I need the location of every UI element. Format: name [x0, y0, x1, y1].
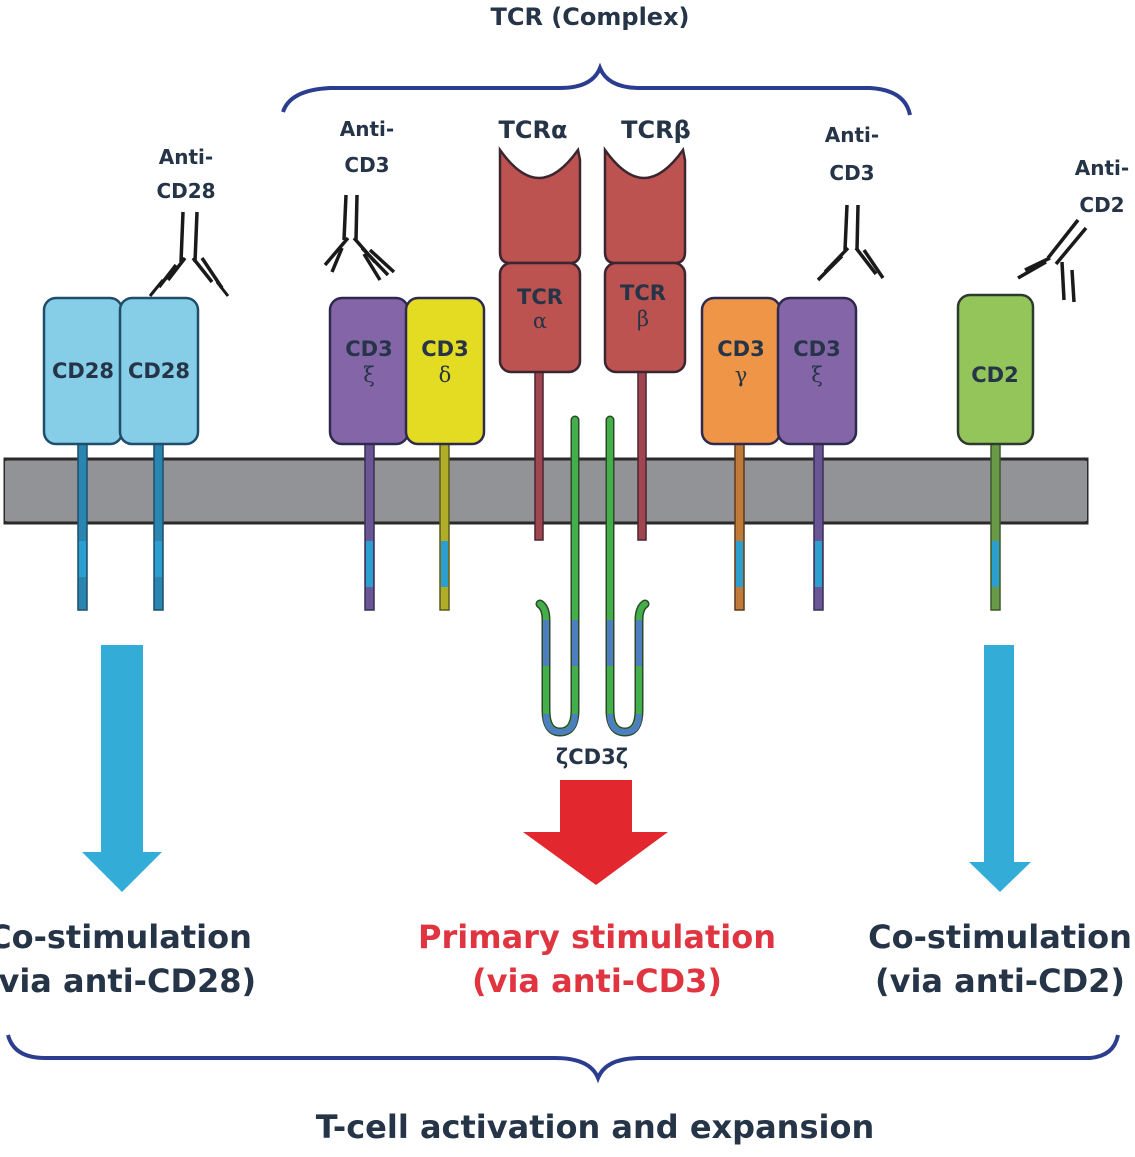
cd2-label: CD2 — [971, 363, 1018, 387]
tcr-complex-brace — [281, 62, 912, 116]
footer-title: T-cell activation and expansion — [316, 1108, 874, 1146]
tcr-alpha-label: TCR — [517, 285, 563, 309]
cd2-receptor: CD2 — [956, 293, 1035, 446]
outcome-center-line2: (via anti-CD3) — [472, 962, 722, 1000]
outcome-left-line1: Co-stimulation — [0, 918, 252, 956]
tcr-beta-receptor: TCR β — [603, 146, 687, 374]
tcr-beta-greek: β — [637, 307, 649, 331]
anti-cd28-label-line1: Anti- — [159, 145, 213, 169]
cd3-epsilon-left-label: CD3 — [345, 337, 392, 361]
tcr-alpha-heading: TCRα — [499, 116, 568, 144]
tcr-alpha-receptor: TCR α — [498, 146, 582, 374]
cd3-epsilon-right-greek: ξ — [811, 363, 823, 387]
outcome-left-line2: (via anti-CD28) — [0, 962, 256, 1000]
outcome-right-line2: (via anti-CD2) — [875, 962, 1125, 1000]
tcr-alpha-greek: α — [533, 309, 547, 333]
anti-cd2-label-line2: CD2 — [1079, 193, 1124, 217]
cd3-delta-label: CD3 — [421, 337, 468, 361]
anti-cd2-antibody-icon — [1017, 218, 1088, 303]
anti-cd28-label-line2: CD28 — [156, 179, 215, 203]
cd3-gamma-greek: γ — [735, 363, 748, 387]
anti-cd2-label-line1: Anti- — [1075, 156, 1129, 180]
zeta-chain-label: ζCD3ζ — [556, 745, 628, 769]
tcr-alpha-stem — [534, 371, 544, 541]
cd3-delta-receptor: CD3 δ — [404, 296, 486, 446]
cd3-delta-stem — [439, 443, 450, 611]
anti-cd3-right-antibody-icon — [816, 204, 885, 282]
cd3-gamma-label: CD3 — [717, 337, 764, 361]
cd3-gamma-stem — [734, 443, 745, 611]
tcr-complex-title: TCR (Complex) — [490, 3, 689, 31]
anti-cd3-right-label-line1: Anti- — [825, 123, 879, 147]
outcome-center-line1: Primary stimulation — [418, 918, 776, 956]
cd3-epsilon-left-stem — [364, 443, 375, 611]
costim-cd28-arrow-icon — [82, 645, 162, 892]
cd28-b-stem — [153, 443, 164, 611]
anti-cd28-antibody-icon — [148, 211, 230, 297]
cd3-delta-greek: δ — [439, 363, 452, 387]
cd3-epsilon-left-greek: ξ — [363, 363, 375, 387]
cd28-b-label: CD28 — [128, 359, 190, 383]
anti-cd3-left-label-line2: CD3 — [344, 153, 389, 177]
tcr-beta-label: TCR — [620, 281, 666, 305]
outcome-right-line1: Co-stimulation — [868, 918, 1132, 956]
anti-cd3-left-label-line1: Anti- — [340, 117, 394, 141]
cd28-a-label: CD28 — [52, 359, 114, 383]
cd28-receptor-a: CD28 — [42, 296, 124, 446]
cd28-receptor-b: CD28 — [118, 296, 200, 446]
cd3-epsilon-left-receptor: CD3 ξ — [328, 296, 410, 446]
anti-cd3-left-antibody-icon — [323, 194, 396, 281]
primary-stim-arrow-icon — [523, 780, 668, 885]
cd3-zeta-chains — [535, 415, 650, 737]
cd3-gamma-receptor: CD3 γ — [700, 296, 782, 446]
tcr-beta-heading: TCRβ — [621, 116, 691, 144]
cd2-stem — [990, 443, 1001, 611]
cd28-a-stem — [77, 443, 88, 611]
anti-cd3-right-label-line2: CD3 — [829, 161, 874, 185]
cd3-epsilon-right-stem — [813, 443, 824, 611]
costim-cd2-arrow-icon — [969, 645, 1031, 892]
cd3-epsilon-right-label: CD3 — [793, 337, 840, 361]
cd3-epsilon-right-receptor: CD3 ξ — [776, 296, 858, 446]
activation-brace — [6, 1034, 1120, 1084]
tcr-beta-stem — [637, 371, 647, 541]
